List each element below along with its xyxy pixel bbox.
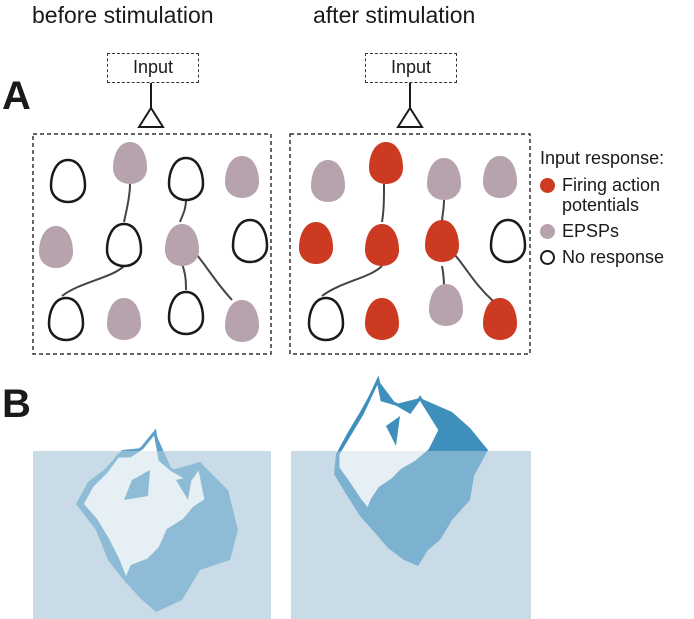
neuron-after-4-epsp	[483, 156, 517, 198]
neuron-before-4-epsp	[225, 156, 259, 198]
legend-item-none: No response	[540, 247, 694, 267]
legend-label-epsp: EPSPs	[562, 221, 620, 241]
neuron-after-6-firing	[365, 224, 399, 266]
after-stimulation-title: after stimulation	[313, 2, 476, 28]
neuron-before-10-epsp	[107, 298, 141, 340]
network-box-before	[32, 133, 272, 355]
neuron-after-7-firing	[425, 220, 459, 262]
input-connector-after	[396, 83, 424, 128]
neuron-after-3-epsp	[427, 158, 461, 200]
neuron-after-11-epsp	[429, 284, 463, 326]
legend-item-epsp: EPSPs	[540, 221, 694, 241]
neuron-before-11-none	[167, 290, 205, 336]
connections-after	[321, 183, 495, 303]
neuron-after-1-epsp	[311, 160, 345, 202]
connections-before	[61, 183, 233, 301]
neuron-before-12-epsp	[225, 300, 259, 342]
network-box-after	[289, 133, 531, 355]
neuron-before-8-none	[231, 218, 269, 264]
before-stimulation-title: before stimulation	[32, 2, 214, 28]
neuron-before-7-epsp	[165, 224, 199, 266]
neurons-before	[39, 142, 269, 342]
neuron-after-10-firing	[365, 298, 399, 340]
input-box-before: Input	[107, 53, 199, 83]
input-box-after: Input	[365, 53, 457, 83]
neuron-after-9-none	[307, 296, 345, 342]
water-overlay-after	[291, 451, 531, 619]
neuron-before-9-none	[47, 296, 85, 342]
water-overlay-before	[33, 451, 271, 619]
neurons-after	[299, 142, 527, 342]
legend-label-none: No response	[562, 247, 665, 267]
panel-a-label: A	[2, 74, 31, 118]
input-connector-before	[137, 83, 165, 128]
neuron-after-5-firing	[299, 222, 333, 264]
neuron-after-8-none	[489, 218, 527, 264]
panel-b-label: B	[2, 382, 31, 426]
neuron-before-2-epsp	[113, 142, 147, 184]
iceberg-after	[334, 375, 488, 566]
firing-swatch-icon	[540, 178, 555, 193]
legend: Input response: Firing action potentials…	[540, 148, 694, 273]
none-swatch-icon	[540, 250, 555, 265]
epsp-swatch-icon	[540, 224, 555, 239]
legend-label-firing: Firing action potentials	[562, 175, 661, 215]
neuron-before-3-none	[167, 156, 205, 202]
legend-title: Input response:	[540, 148, 665, 168]
neuron-after-2-firing	[369, 142, 403, 184]
iceberg-before	[76, 428, 238, 612]
neuron-before-6-none	[105, 222, 143, 268]
neuron-after-12-firing	[483, 298, 517, 340]
neuron-before-5-epsp	[39, 226, 73, 268]
legend-item-firing: Firing action potentials	[540, 175, 694, 215]
neuron-before-1-none	[49, 158, 87, 204]
